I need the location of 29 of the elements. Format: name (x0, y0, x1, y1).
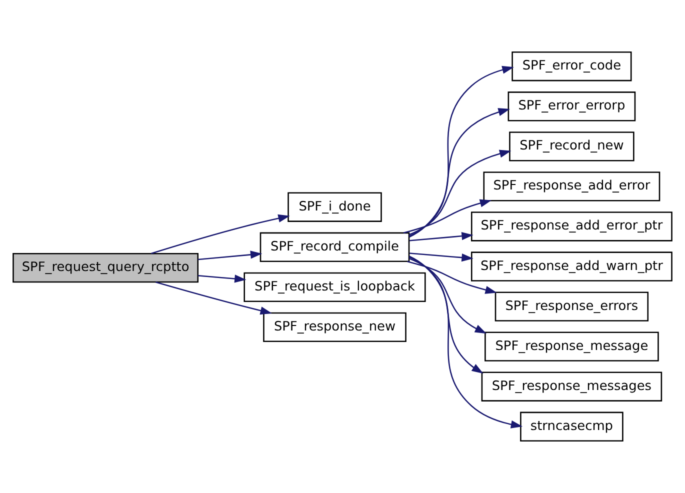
arrow (408, 256, 523, 428)
node-box: SPF_error_code (512, 52, 632, 82)
arrow (408, 256, 484, 374)
node-box: SPF_error_errorp (508, 92, 636, 122)
node-box: SPF_response_add_error (483, 172, 660, 202)
arrow (403, 199, 492, 234)
node-box: SPF_i_done (288, 192, 382, 222)
node-box: strncasecmp (520, 412, 624, 442)
arrow (409, 150, 512, 236)
node-box: SPF_response_new (263, 312, 406, 342)
arrow (151, 214, 290, 254)
arrow (408, 108, 510, 237)
arrow (198, 250, 262, 260)
arrow (408, 66, 514, 238)
node-box: SPF_response_message (484, 332, 659, 362)
arrow (408, 258, 487, 334)
node-box: SPF_record_compile (260, 232, 410, 262)
node-box: SPF_record_new (509, 132, 634, 162)
arrow (410, 252, 474, 262)
arrow (410, 232, 474, 242)
arrow (407, 260, 497, 294)
node-box: SPF_request_is_loopback (244, 272, 426, 302)
node-box: SPF_response_add_error_ptr (470, 212, 672, 242)
arrow (156, 282, 272, 315)
node-box: SPF_request_query_rcptto (12, 252, 199, 283)
node-box: SPF_response_errors (494, 292, 649, 322)
arrow (198, 274, 246, 283)
node-box: SPF_response_messages (481, 372, 662, 402)
node-box: SPF_response_add_warn_ptr (470, 252, 672, 282)
